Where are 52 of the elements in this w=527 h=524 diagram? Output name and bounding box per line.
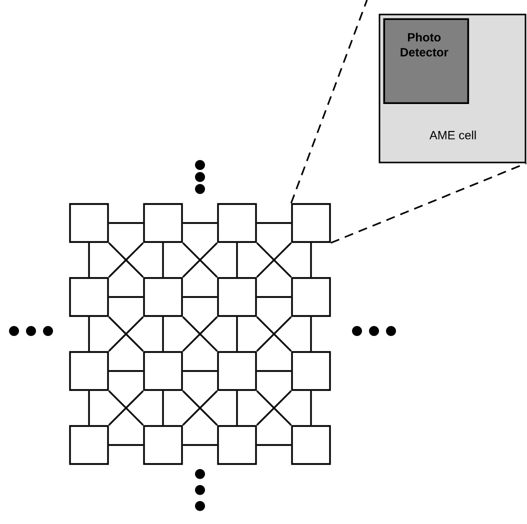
zoom-line bbox=[290, 0, 368, 204]
crossing-lines bbox=[256, 242, 292, 278]
grid-square bbox=[217, 277, 257, 317]
grid-square bbox=[143, 277, 183, 317]
connector-line bbox=[236, 390, 238, 426]
connector-line bbox=[256, 370, 292, 372]
connector-line bbox=[182, 370, 218, 372]
grid-square bbox=[291, 203, 331, 243]
connector-line bbox=[108, 296, 144, 298]
grid-square bbox=[69, 425, 109, 465]
grid-square bbox=[217, 351, 257, 391]
grid-square bbox=[143, 351, 183, 391]
connector-line bbox=[256, 222, 292, 224]
connector-line bbox=[162, 316, 164, 352]
zoom-line bbox=[330, 162, 527, 244]
connector-line bbox=[256, 444, 292, 446]
crossing-lines bbox=[256, 316, 292, 352]
grid-square bbox=[291, 425, 331, 465]
connector-line bbox=[162, 390, 164, 426]
connector-line bbox=[162, 242, 164, 278]
connector-line bbox=[88, 242, 90, 278]
crossing-lines bbox=[108, 242, 144, 278]
crossing-lines bbox=[182, 242, 218, 278]
grid-square bbox=[217, 425, 257, 465]
connector-line bbox=[236, 242, 238, 278]
connector-line bbox=[256, 296, 292, 298]
grid-square bbox=[291, 277, 331, 317]
connector-line bbox=[108, 222, 144, 224]
connector-line bbox=[88, 390, 90, 426]
crossing-lines bbox=[108, 390, 144, 426]
grid-square bbox=[69, 351, 109, 391]
grid-square bbox=[143, 425, 183, 465]
connector-line bbox=[88, 316, 90, 352]
connector-line bbox=[236, 316, 238, 352]
connector-line bbox=[310, 316, 312, 352]
detector-box: Photo Detector bbox=[383, 18, 470, 104]
connector-line bbox=[182, 296, 218, 298]
crossing-lines bbox=[108, 316, 144, 352]
crossing-lines bbox=[182, 316, 218, 352]
connector-line bbox=[182, 444, 218, 446]
crossing-lines bbox=[256, 390, 292, 426]
connector-line bbox=[310, 242, 312, 278]
grid-square bbox=[291, 351, 331, 391]
connector-line bbox=[310, 390, 312, 426]
grid-square bbox=[69, 203, 109, 243]
crossing-lines bbox=[182, 390, 218, 426]
connector-line bbox=[108, 444, 144, 446]
connector-line bbox=[182, 222, 218, 224]
grid-square bbox=[217, 203, 257, 243]
connector-line bbox=[108, 370, 144, 372]
grid-square bbox=[143, 203, 183, 243]
grid-square bbox=[69, 277, 109, 317]
